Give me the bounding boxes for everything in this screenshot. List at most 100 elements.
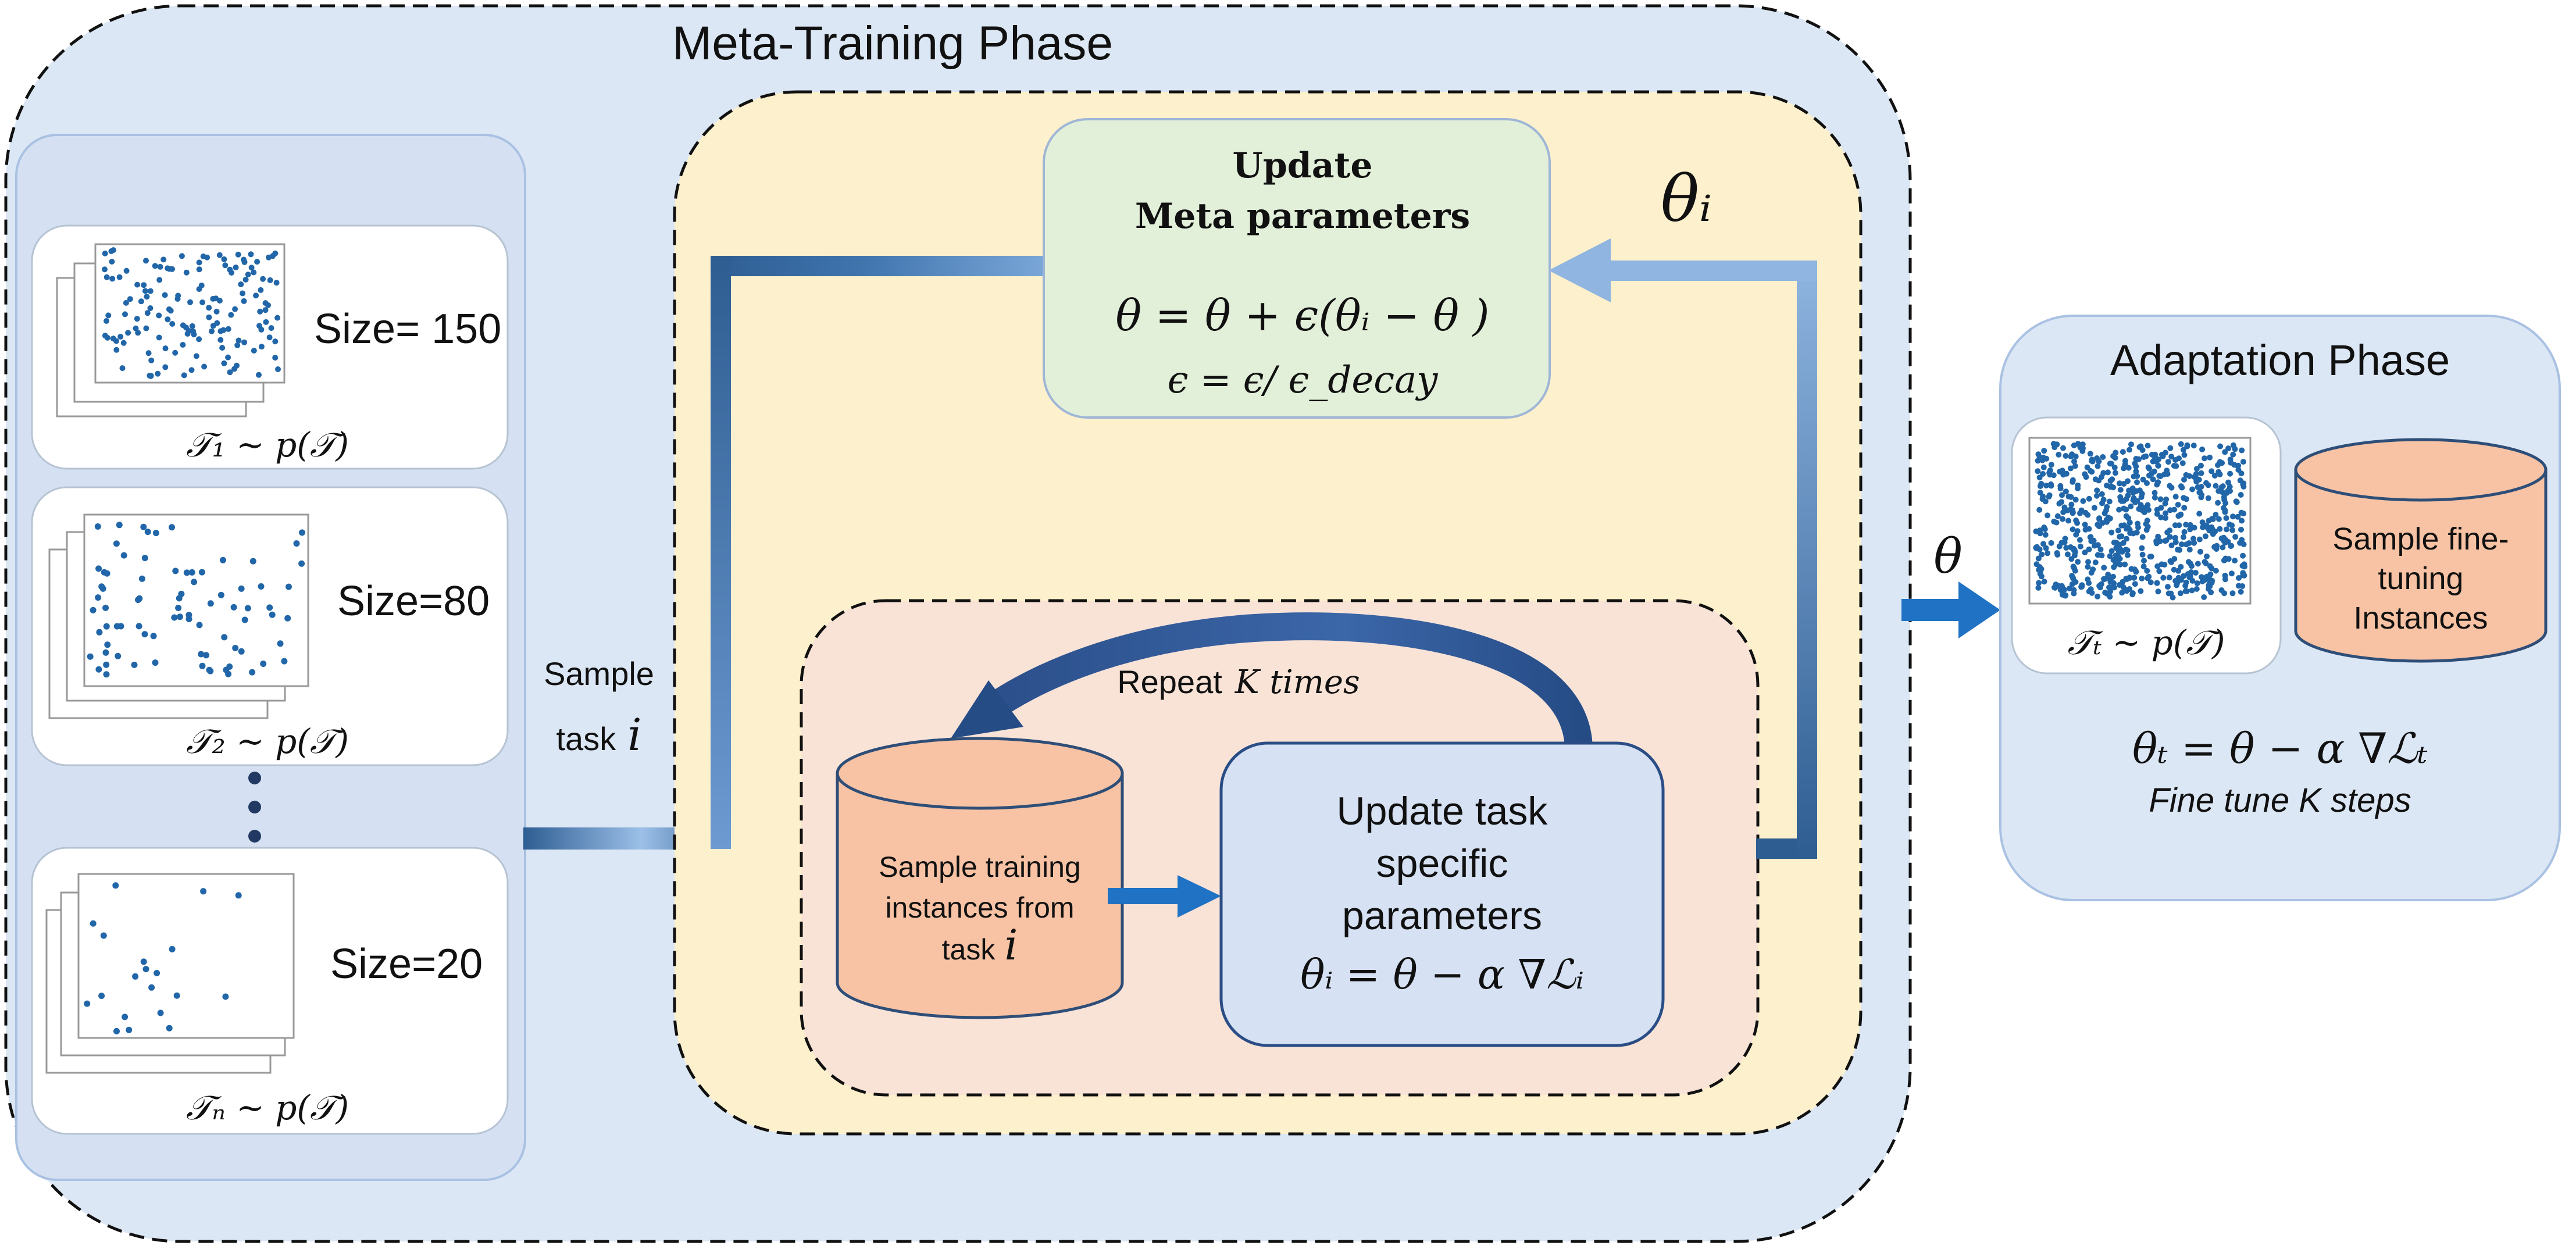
scatter-point — [2195, 561, 2201, 567]
scatter-point — [116, 274, 123, 280]
scatter-point — [204, 254, 210, 260]
scatter-point — [2116, 506, 2122, 513]
scatter-point — [2160, 574, 2167, 581]
scatter-point — [2178, 441, 2184, 447]
fine-tuning-database: Sample fine- tuning Instances — [2294, 438, 2548, 663]
scatter-point — [221, 256, 227, 262]
scatter-point — [2186, 547, 2193, 553]
scatter-point — [229, 270, 235, 276]
scatter-point — [2115, 527, 2121, 534]
scatter-point — [269, 611, 276, 618]
scatter-point — [2237, 477, 2243, 484]
scatter-point — [2106, 498, 2113, 505]
scatter-point — [2065, 518, 2072, 524]
scatter-point — [2197, 548, 2203, 555]
scatter-point — [2054, 513, 2061, 519]
scatter-point — [2089, 469, 2095, 475]
scatter-point — [244, 605, 251, 612]
scatter-point — [2198, 484, 2204, 490]
scatter-point — [203, 652, 209, 659]
scatter-point — [2048, 462, 2054, 468]
task-2-scatter-stack — [48, 513, 309, 719]
scatter-point — [2096, 477, 2102, 484]
scatter-point — [248, 265, 255, 271]
scatter-point — [2120, 584, 2127, 590]
scatter-point — [2180, 534, 2186, 540]
scatter-point — [2070, 477, 2076, 483]
scatter-point — [232, 645, 239, 651]
scatter-point — [2196, 536, 2203, 543]
scatter-point — [2146, 573, 2152, 580]
scatter-point — [2144, 568, 2150, 574]
scatter-point — [102, 266, 108, 273]
scatter-point — [2111, 584, 2117, 591]
scatter-point — [2145, 442, 2151, 449]
sample-task-var: i — [627, 709, 641, 761]
scatter-point — [200, 888, 207, 895]
scatter-point — [87, 653, 94, 660]
scatter-point — [2192, 473, 2199, 480]
scatter-point — [2239, 537, 2245, 543]
scatter-point — [2139, 545, 2145, 551]
scatter-point — [156, 277, 163, 283]
scatter-point — [2067, 465, 2074, 472]
scatter-point — [2059, 591, 2065, 598]
scatter-point — [2041, 448, 2047, 454]
adaptation-title: Adaptation Phase — [2110, 336, 2450, 384]
scatter-point — [2046, 470, 2053, 476]
scatter-point — [2178, 541, 2185, 548]
scatter-point — [2117, 480, 2122, 487]
scatter-point — [2088, 569, 2095, 576]
scatter-point — [147, 373, 153, 379]
scatter-point — [241, 256, 247, 263]
scatter-point — [2129, 591, 2136, 598]
scatter-point — [2109, 476, 2115, 483]
scatter-point — [2125, 465, 2132, 471]
scatter-point — [2181, 529, 2188, 535]
scatter-point — [2225, 445, 2232, 452]
scatter-point — [150, 633, 157, 640]
scatter-point — [157, 263, 163, 270]
scatter-point — [2215, 499, 2221, 506]
scatter-point — [273, 280, 280, 286]
scatter-point — [2054, 552, 2061, 558]
scatter-point — [2069, 451, 2075, 458]
scatter-point — [274, 315, 281, 321]
scatter-point — [2226, 521, 2232, 527]
scatter-point — [178, 590, 185, 597]
scatter-point — [2208, 468, 2215, 474]
scatter-point — [2099, 520, 2106, 526]
scatter-point — [268, 325, 274, 331]
scatter-point — [286, 583, 292, 590]
scatter-point — [2221, 590, 2228, 597]
scatter-point — [2220, 544, 2226, 551]
scatter-point — [162, 364, 169, 370]
scatter-point — [2225, 479, 2231, 486]
scatter-point — [281, 658, 288, 665]
scatter-point — [2100, 454, 2106, 460]
scatter-point — [2039, 496, 2046, 502]
scatter-point — [2189, 587, 2195, 594]
scatter-point — [2122, 561, 2128, 568]
scatter-point — [2127, 447, 2132, 453]
scatter-point — [2114, 545, 2120, 551]
scatter-point — [155, 370, 161, 377]
scatter-point — [2082, 549, 2088, 556]
scatter-point — [2151, 458, 2157, 464]
scatter-point — [2115, 556, 2121, 563]
scatter-point — [2181, 495, 2187, 501]
fine-tuning-line3: Instances — [2353, 601, 2488, 636]
sample-task-word: task — [556, 720, 616, 757]
scatter-point — [2053, 519, 2060, 526]
scatter-point — [96, 629, 103, 636]
scatter-point — [160, 256, 167, 263]
scatter-point — [2165, 590, 2172, 597]
task-2-size-label: Size=80 — [337, 578, 490, 624]
scatter-point — [2125, 493, 2131, 499]
scatter-point — [172, 349, 179, 356]
scatter-point — [2165, 584, 2171, 590]
update-task-line3: parameters — [1342, 894, 1542, 938]
scatter-point — [2239, 518, 2245, 524]
scatter-point — [148, 357, 155, 363]
